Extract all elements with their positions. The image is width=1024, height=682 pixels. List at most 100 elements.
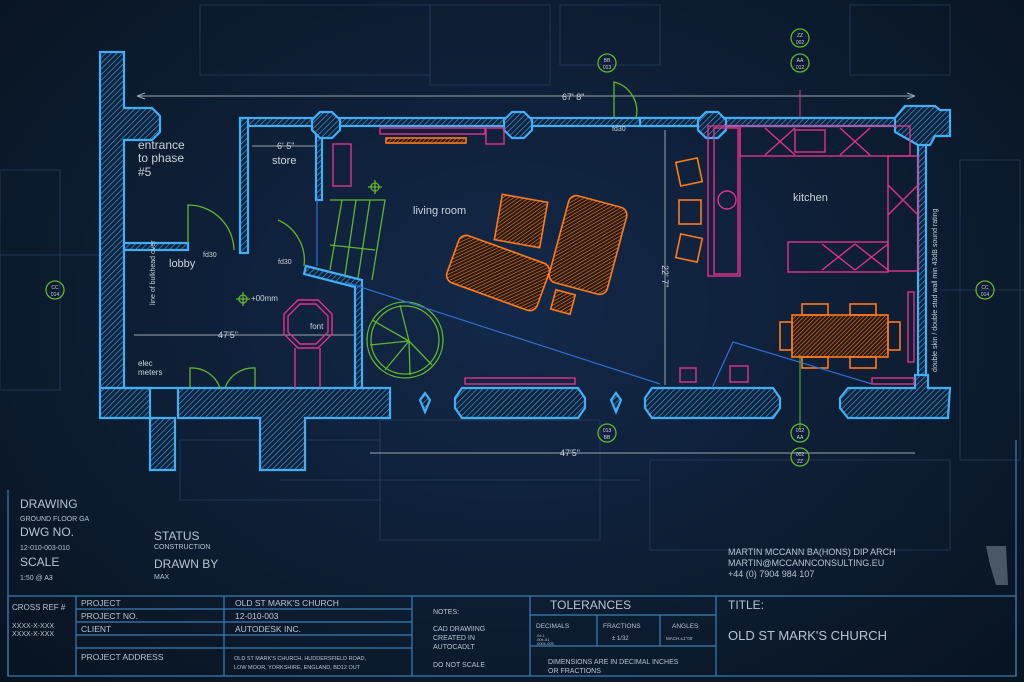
room-label-kitchen: kitchen <box>793 192 828 204</box>
svg-text:SCALE: SCALE <box>20 555 59 569</box>
svg-text:1:50 @ A3: 1:50 @ A3 <box>20 575 53 582</box>
dining-table <box>791 314 889 358</box>
elec-meters-label: meters <box>138 368 162 377</box>
svg-text:CC: CC <box>51 285 59 291</box>
svg-text:OLD ST MARK'S CHURCH: OLD ST MARK'S CHURCH <box>235 598 339 608</box>
svg-text:014: 014 <box>51 292 60 298</box>
drawing-title: OLD ST MARK'S CHURCH <box>728 628 887 643</box>
svg-text:DECIMALS: DECIMALS <box>536 623 570 630</box>
svg-text:DRAWING: DRAWING <box>20 497 78 511</box>
title-block: CROSS REF # XXXX-X-XXX XXXX-X-XXX PROJEC… <box>12 598 887 675</box>
kitchen-units <box>283 125 919 388</box>
svg-text:TOLERANCES: TOLERANCES <box>550 598 631 612</box>
coffee-table <box>493 193 549 249</box>
svg-text:ZZ: ZZ <box>797 33 803 39</box>
logo-icon <box>986 546 1008 585</box>
dimension-label: 22' 7" <box>660 265 670 287</box>
room-label-living-room: living room <box>413 205 466 217</box>
room-label-entrance: entrance <box>138 138 185 152</box>
svg-text:PROJECT ADDRESS: PROJECT ADDRESS <box>81 652 164 662</box>
bulkhead-note: line of bulkhead over <box>150 240 157 305</box>
svg-text:GROUND FLOOR GA: GROUND FLOOR GA <box>20 516 90 523</box>
svg-text:DWG NO.: DWG NO. <box>20 525 74 539</box>
svg-text:12-010-003: 12-010-003 <box>235 611 279 621</box>
svg-text:OR FRACTIONS: OR FRACTIONS <box>548 668 601 675</box>
svg-text:NOTES:: NOTES: <box>433 609 459 616</box>
svg-text:MARTIN@MCCANNCONSULTING.EU: MARTIN@MCCANNCONSULTING.EU <box>728 558 884 568</box>
lobby-door <box>187 204 235 251</box>
dimension-label: 47'5" <box>560 448 580 458</box>
svg-text:012: 012 <box>796 428 805 434</box>
svg-text:002: 002 <box>796 452 805 458</box>
door-label: fd30 <box>203 252 217 259</box>
svg-text:MACH.±1°00': MACH.±1°00' <box>666 636 693 641</box>
svg-text:013: 013 <box>603 428 612 434</box>
entrance-door <box>613 81 638 119</box>
background-detail-lines <box>0 4 1024 551</box>
svg-text:CC: CC <box>981 285 989 291</box>
svg-text:LOW MOOR, YORKSHIRE, ENGLAND,: LOW MOOR, YORKSHIRE, ENGLAND, BD12 OUT <box>234 665 361 671</box>
dimension-label: 47'5" <box>218 330 238 340</box>
title-block-frame <box>7 440 1017 677</box>
svg-text:AUTODESK INC.: AUTODESK INC. <box>235 624 301 634</box>
level-marker-icon <box>236 292 250 306</box>
straight-stair <box>329 199 386 281</box>
svg-text:ZZ: ZZ <box>797 459 803 465</box>
svg-text:CLIENT: CLIENT <box>81 624 111 634</box>
svg-text:AA: AA <box>797 435 804 441</box>
furniture <box>385 137 901 369</box>
door-label: fd30 <box>612 126 626 133</box>
svg-text:002: 002 <box>796 40 805 46</box>
svg-text:013: 013 <box>603 65 612 71</box>
svg-text:DRAWN BY: DRAWN BY <box>154 557 218 571</box>
armchair-sofa <box>548 194 628 296</box>
svg-text:CROSS REF #: CROSS REF # <box>12 603 66 612</box>
svg-text:MARTIN MCCANN BA(HONS) DIP ARC: MARTIN MCCANN BA(HONS) DIP ARCH <box>728 547 896 557</box>
svg-text:STATUS: STATUS <box>154 529 200 543</box>
level-label: +00mm <box>251 294 278 303</box>
svg-text:DIMENSIONS ARE IN DECIMAL INCH: DIMENSIONS ARE IN DECIMAL INCHES <box>548 659 679 666</box>
svg-text:MAX: MAX <box>154 574 170 581</box>
elec-meters-label: elec <box>138 359 153 368</box>
sofa <box>445 234 551 312</box>
svg-text:012: 012 <box>796 65 805 71</box>
svg-text:CAD DRAWIING: CAD DRAWIING <box>433 626 485 633</box>
font-label: font <box>310 322 324 331</box>
svg-text:BB: BB <box>604 435 611 441</box>
svg-text:CREATED IN: CREATED IN <box>433 635 475 642</box>
svg-text:ANGLES: ANGLES <box>672 623 699 630</box>
walls <box>98 50 952 472</box>
svg-text:BB: BB <box>604 58 611 64</box>
room-label-lobby: lobby <box>169 258 196 270</box>
dimension-label: 67' 8" <box>562 92 584 102</box>
svg-text:XXXX-X-XXX: XXXX-X-XXX <box>12 623 54 630</box>
dimension-label: 6' 5" <box>277 141 294 151</box>
svg-text:.000±.005: .000±.005 <box>536 641 555 646</box>
dimension-lines <box>134 92 916 454</box>
svg-text:PROJECT: PROJECT <box>81 598 121 608</box>
svg-text:XXXX-X-XXX: XXXX-X-XXX <box>12 631 54 638</box>
svg-text:FRACTIONS: FRACTIONS <box>603 623 641 630</box>
svg-text:.0±.1: .0±.1 <box>536 633 546 638</box>
svg-text:014: 014 <box>981 292 990 298</box>
room-label-entrance: to phase <box>138 151 184 165</box>
svg-text:OLD ST MARK'S CHURCH, HUDDERSF: OLD ST MARK'S CHURCH, HUDDERSFIELD ROAD, <box>234 656 367 662</box>
wall-note: double skin / double stud wall min 43dB … <box>932 208 939 372</box>
front-double-door <box>189 367 256 389</box>
room-label-store: store <box>272 155 296 167</box>
svg-text:AA: AA <box>797 58 804 64</box>
store-door <box>277 219 306 267</box>
svg-text:PROJECT NO.: PROJECT NO. <box>81 611 138 621</box>
svg-text:12-010-003-010: 12-010-003-010 <box>20 545 70 552</box>
svg-text:AUTOCADLT: AUTOCADLT <box>433 644 475 651</box>
svg-text:DO NOT SCALE: DO NOT SCALE <box>433 662 485 669</box>
